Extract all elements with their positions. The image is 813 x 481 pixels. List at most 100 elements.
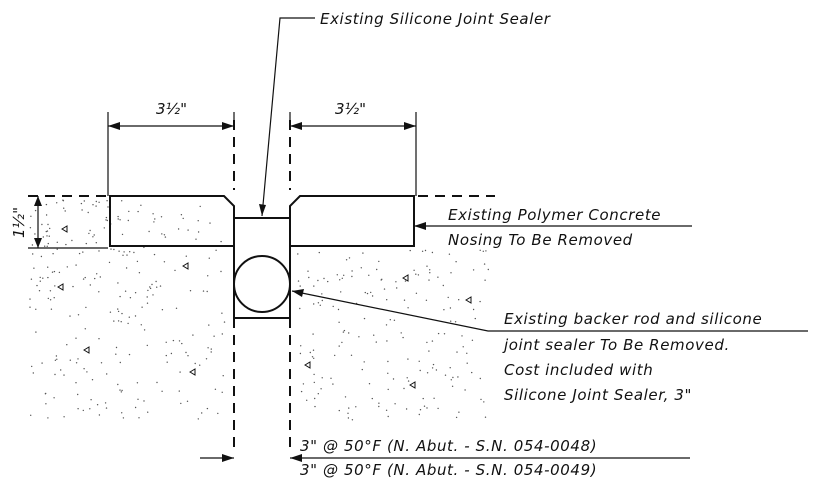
stipple-dot (306, 399, 308, 401)
stipple-dot (72, 285, 74, 288)
stipple-dot (118, 250, 120, 252)
stipple-dot (341, 277, 343, 279)
stipple-dot (98, 291, 100, 293)
stipple-dot (479, 249, 481, 251)
stipple-dot (137, 210, 139, 213)
stipple-dot (134, 406, 137, 409)
stipple-dot (341, 341, 343, 344)
stipple-dot (53, 397, 55, 399)
stipple-dot (479, 377, 481, 380)
stipple-dot (221, 312, 223, 314)
stipple-dot (103, 227, 106, 229)
stipple-dot (419, 409, 422, 411)
label-backer-line3: Cost included with (504, 361, 653, 379)
stipple-dot (299, 307, 301, 310)
stipple-dot (47, 417, 49, 419)
stipple-dot (41, 223, 43, 226)
stipple-dot (431, 340, 434, 342)
stipple-dot (484, 416, 487, 418)
stipple-dot (404, 280, 407, 282)
stipple-dot (449, 307, 452, 309)
stipple-dot (147, 411, 149, 413)
stipple-dot (351, 419, 354, 421)
stipple-dot (448, 253, 451, 255)
stipple-dot (393, 319, 396, 321)
stipple-dot (457, 376, 459, 378)
stipple-dot (471, 339, 474, 341)
stipple-dot (487, 268, 489, 271)
stipple-dot (348, 257, 351, 259)
stipple-dot (85, 242, 88, 245)
stipple-dot (100, 362, 103, 364)
stipple-dot (109, 311, 112, 313)
stipple-dot (94, 277, 96, 280)
stipple-dot (426, 265, 428, 267)
stipple-dot (159, 285, 162, 287)
stipple-dot (300, 345, 302, 347)
stipple-dot (153, 221, 155, 223)
stipple-dot (202, 290, 205, 292)
stipple-dot (113, 248, 115, 251)
stipple-dot (85, 306, 87, 309)
stipple-dot (105, 216, 108, 219)
stipple-dot (342, 331, 345, 333)
stipple-dot (134, 315, 137, 317)
stipple-dot (136, 260, 139, 263)
stipple-dot (98, 201, 100, 203)
stipple-dot (336, 274, 338, 276)
stipple-dot (201, 412, 203, 414)
stipple-dot (210, 351, 212, 353)
stipple-dot (174, 269, 176, 272)
stipple-dot (98, 414, 101, 416)
stipple-dot (222, 375, 224, 377)
stipple-dot (75, 382, 77, 384)
stipple-dot (143, 246, 145, 249)
stipple-dot (77, 358, 79, 360)
stipple-dot (180, 214, 183, 216)
stipple-dot (44, 245, 46, 247)
stipple-dot (215, 249, 217, 251)
stipple-dot (83, 200, 86, 202)
stipple-dot (121, 233, 124, 236)
stipple-dot (49, 299, 52, 301)
stipple-dot (189, 290, 192, 292)
stipple-dot (47, 297, 49, 300)
stipple-dot (302, 383, 305, 385)
stipple-dot (49, 290, 52, 292)
stipple-dot (138, 272, 141, 274)
stipple-dot (314, 397, 316, 400)
stipple-dot (395, 281, 397, 283)
stipple-dot (208, 257, 210, 259)
stipple-dot (40, 255, 43, 258)
stipple-dot (361, 368, 363, 371)
stipple-dot (320, 388, 322, 390)
stipple-dot (429, 269, 431, 271)
stipple-dot (127, 219, 129, 222)
stipple-dot (117, 383, 119, 386)
stipple-dot (120, 321, 122, 323)
stipple-dot (148, 230, 150, 233)
stipple-dot (213, 335, 215, 337)
stipple-dot (334, 354, 336, 357)
stipple-dot (136, 382, 139, 384)
stipple-dot (403, 299, 406, 301)
stipple-dot (63, 207, 65, 209)
stipple-dot (110, 248, 112, 250)
stipple-dot (428, 279, 430, 281)
stipple-dot (92, 204, 94, 206)
stipple-dot (223, 321, 226, 323)
stipple-dot (471, 371, 473, 374)
stipple-dot (433, 397, 435, 399)
stipple-dot (371, 397, 373, 400)
stipple-dot (35, 308, 37, 310)
stipple-dot (115, 346, 118, 349)
dim-depth: 1½" (10, 207, 28, 238)
stipple-dot (332, 383, 334, 385)
stipple-dot (31, 365, 33, 368)
stipple-dot (429, 272, 431, 274)
label-backer-line1: Existing backer rod and silicone (504, 310, 762, 328)
stipple-dot (87, 211, 89, 214)
stipple-dot (92, 236, 94, 238)
stipple-dot (195, 238, 197, 240)
leader-silicone-sealer (261, 17, 315, 217)
